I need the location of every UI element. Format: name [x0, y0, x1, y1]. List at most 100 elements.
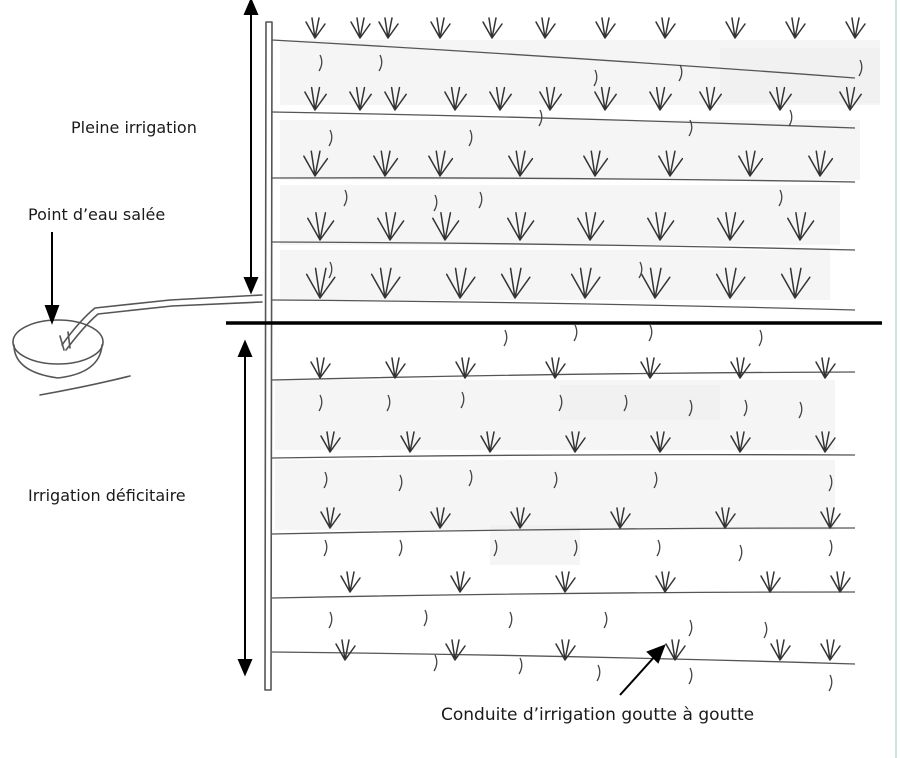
- plant-icon: [430, 17, 451, 39]
- drip-row-line: [271, 453, 856, 459]
- plant-icon: [640, 267, 671, 299]
- plant-icon: [785, 17, 806, 39]
- drip-mark: [788, 109, 793, 127]
- drip-mark: [778, 189, 783, 207]
- drip-mark: [343, 189, 348, 207]
- arrow-icon: [237, 339, 253, 677]
- plant-icon: [715, 267, 746, 299]
- plant-icon: [640, 357, 661, 379]
- plant-icon: [570, 267, 601, 299]
- plant-icon: [373, 150, 399, 177]
- plant-icon: [610, 507, 631, 529]
- drip-mark: [508, 611, 513, 629]
- salt-water-point-label: Point d’eau salée: [28, 205, 166, 224]
- plant-icon: [545, 357, 566, 379]
- full-irrigation-label: Pleine irrigation: [71, 118, 197, 137]
- paper-patch: [490, 525, 580, 565]
- plant-icon: [730, 431, 751, 453]
- drip-mark: [688, 619, 693, 637]
- drip-mark: [423, 609, 428, 627]
- drip-mark: [638, 261, 643, 279]
- plant-icon: [507, 212, 535, 241]
- plant-icon: [845, 17, 866, 39]
- drip-mark: [323, 471, 328, 489]
- drip-mark: [828, 539, 833, 557]
- plant-icon: [350, 17, 371, 39]
- plant-icon: [658, 150, 684, 177]
- drip-mark: [573, 539, 578, 557]
- plant-icon: [310, 357, 331, 379]
- paper-patch: [275, 460, 835, 530]
- plant-icon: [444, 86, 467, 111]
- plant-icon: [577, 212, 605, 241]
- drip-mark: [623, 394, 628, 412]
- plant-icon: [725, 17, 746, 39]
- drip-mark: [593, 69, 598, 87]
- drip-mark: [688, 119, 693, 137]
- drip-mark: [558, 394, 563, 412]
- plant-icon: [815, 431, 836, 453]
- drip-mark: [318, 394, 323, 412]
- drip-mark: [386, 394, 391, 412]
- plant-icon: [715, 507, 736, 529]
- drip-mark: [323, 539, 328, 557]
- drip-mark: [688, 399, 693, 417]
- plant-icon: [335, 639, 356, 661]
- plant-icon: [595, 17, 616, 39]
- plant-icon: [649, 86, 672, 111]
- plant-icon: [760, 571, 781, 593]
- main-supply-pipe: [264, 21, 273, 691]
- drip-mark: [318, 54, 323, 72]
- plant-icon: [385, 357, 406, 379]
- drip-mark: [858, 59, 863, 77]
- drip-mark: [378, 54, 383, 72]
- plant-icon: [555, 639, 576, 661]
- drip-mark: [553, 471, 558, 489]
- drip-mark: [478, 191, 483, 209]
- plant-icon: [655, 571, 676, 593]
- plant-icon: [340, 571, 361, 593]
- plant-icon: [482, 17, 503, 39]
- plant-icon: [305, 17, 326, 39]
- plants: [303, 17, 866, 692]
- drip-mark: [503, 329, 508, 347]
- drip-mark: [460, 391, 465, 409]
- drip-mark: [433, 194, 438, 212]
- plant-icon: [594, 86, 617, 111]
- plant-icon: [655, 17, 676, 39]
- plant-icon: [555, 571, 576, 593]
- drip-mark: [398, 539, 403, 557]
- drip-mark: [758, 329, 763, 347]
- drip-mark: [328, 261, 333, 279]
- drip-mark: [468, 469, 473, 487]
- plant-icon: [565, 431, 586, 453]
- plant-icon: [583, 150, 609, 177]
- plant-icon: [445, 267, 476, 299]
- plant-icon: [738, 150, 764, 177]
- drip-mark: [648, 324, 653, 342]
- paper-patch: [720, 48, 880, 103]
- paper-patch: [280, 250, 830, 300]
- plant-icon: [500, 267, 531, 299]
- drip-mark: [828, 674, 833, 692]
- drip-mark: [743, 399, 748, 417]
- plant-icon: [539, 86, 562, 111]
- plant-icon: [349, 86, 372, 111]
- drip-mark: [493, 539, 498, 557]
- drip-row-line: [271, 299, 856, 311]
- paper-patch: [560, 385, 720, 420]
- plant-icon: [305, 267, 336, 299]
- plant-icon: [378, 17, 399, 39]
- plant-icon: [489, 86, 512, 111]
- plant-icon: [665, 639, 686, 661]
- plant-icon: [384, 86, 407, 111]
- drip-row-line: [271, 111, 856, 129]
- drip-mark: [596, 664, 601, 682]
- plant-icon: [455, 357, 476, 379]
- plant-icon: [428, 150, 454, 177]
- drip-mark: [328, 129, 333, 147]
- drip-mark: [573, 324, 578, 342]
- plant-icon: [815, 357, 836, 379]
- plant-icon: [377, 212, 405, 241]
